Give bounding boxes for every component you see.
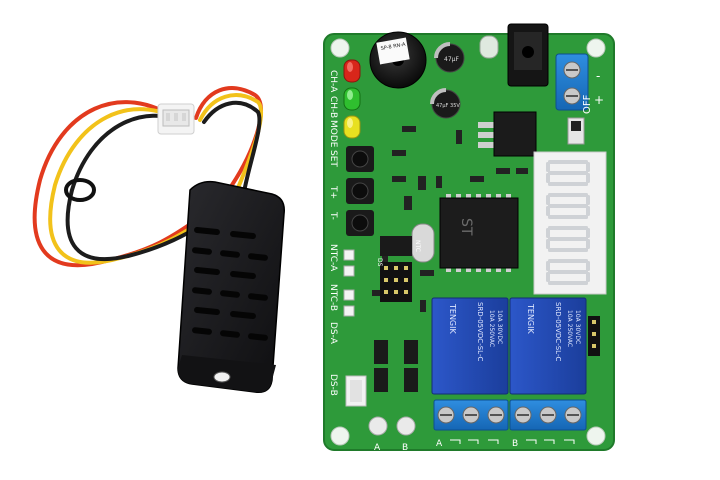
label-relay-b: B [512,439,518,449]
cap1-label: 47µF [444,56,459,63]
label-led-a: A [374,443,381,453]
relay-b-model: SRD-05VDC-SL-C [554,302,562,361]
label-plus: + [594,93,604,107]
label-t-plus: T+ [328,185,338,199]
relay-a-rating2: 10A 30VDC [496,310,503,344]
display-digit [546,226,590,252]
t-minus-button[interactable] [346,210,374,236]
sensor-module [32,86,285,393]
chip-label: ST [458,218,474,236]
capacitor-2: 47µF 35V [430,88,461,119]
sensor-header: DS NTC [376,236,421,302]
relay-b-brand: TENGIK [526,303,535,334]
label-ch-b: CH-B [328,96,338,118]
buzzer: SP-8 RN-A [369,31,427,89]
label-set: SET [328,150,338,167]
relay-b-rating2: 10A 30VDC [574,310,581,344]
label-ntc-b: NTC-B [328,284,338,311]
power-switch[interactable] [567,117,585,145]
display-digit [546,259,590,285]
label-mode: MODE [328,120,338,148]
seven-segment-display [533,151,607,295]
capacitor-1: 47µF [434,42,465,73]
set-button[interactable] [346,146,374,172]
label-ntc-small: NTC [414,240,421,252]
label-minus: - [596,69,600,83]
smd-components [372,126,528,312]
label-ntc-a: NTC-A [328,244,338,272]
label-t-minus: T- [328,211,338,220]
channel-leds [368,416,416,436]
dc-power-jack [507,23,549,87]
relay-b: TENGIK SRD-05VDC-SL-C 10A 250VAC 10A 30V… [509,297,587,395]
clear-led [479,35,499,59]
mounting-holes [330,38,606,446]
label-ds-small: DS [376,258,383,267]
power-terminal [555,53,589,111]
label-led-b: B [402,443,408,453]
ntc-pads [343,249,355,317]
relay-b-rating1: 10A 250VAC [566,310,573,347]
relay-a-model: SRD-05VDC-SL-C [476,302,484,361]
sensor-wires [32,86,264,268]
status-leds [343,59,361,139]
controller-board: CH-A CH-B MODE SET T+ T- NTC-A NTC-B DS-… [323,23,615,453]
label-ds-a: DS-A [328,322,338,345]
right-pin-header [588,316,600,356]
sensor-connector [157,103,195,135]
display-digit [546,160,590,186]
voltage-regulator [478,111,537,157]
label-ds-b: DS-B [328,374,338,396]
sensor-vent-slots [192,226,268,341]
buzzer-label: SP-8 RN-A [380,42,406,52]
relay-a-terminal [433,399,509,431]
t-plus-button[interactable] [346,178,374,204]
display-digits [546,160,590,285]
relay-a-rating1: 10A 250VAC [488,310,495,347]
label-ch-a: CH-A [328,70,338,93]
left-labels: CH-A CH-B MODE SET T+ T- NTC-A NTC-B DS-… [328,70,338,396]
label-relay-a: A [436,439,443,449]
cap2-label: 47µF 35V [436,103,460,109]
relay-a: TENGIK SRD-05VDC-SL-C 10A 250VAC 10A 30V… [431,297,509,395]
terminal-symbols [450,439,575,444]
microcontroller-chip: ST [439,194,519,272]
display-digit [546,193,590,219]
jst-connector [345,375,367,407]
diodes [374,340,418,392]
relay-a-brand: TENGIK [448,303,457,334]
relay-b-terminal [509,399,587,431]
label-off: OFF [582,94,593,114]
buttons [346,146,374,236]
sensor-housing [177,180,285,393]
